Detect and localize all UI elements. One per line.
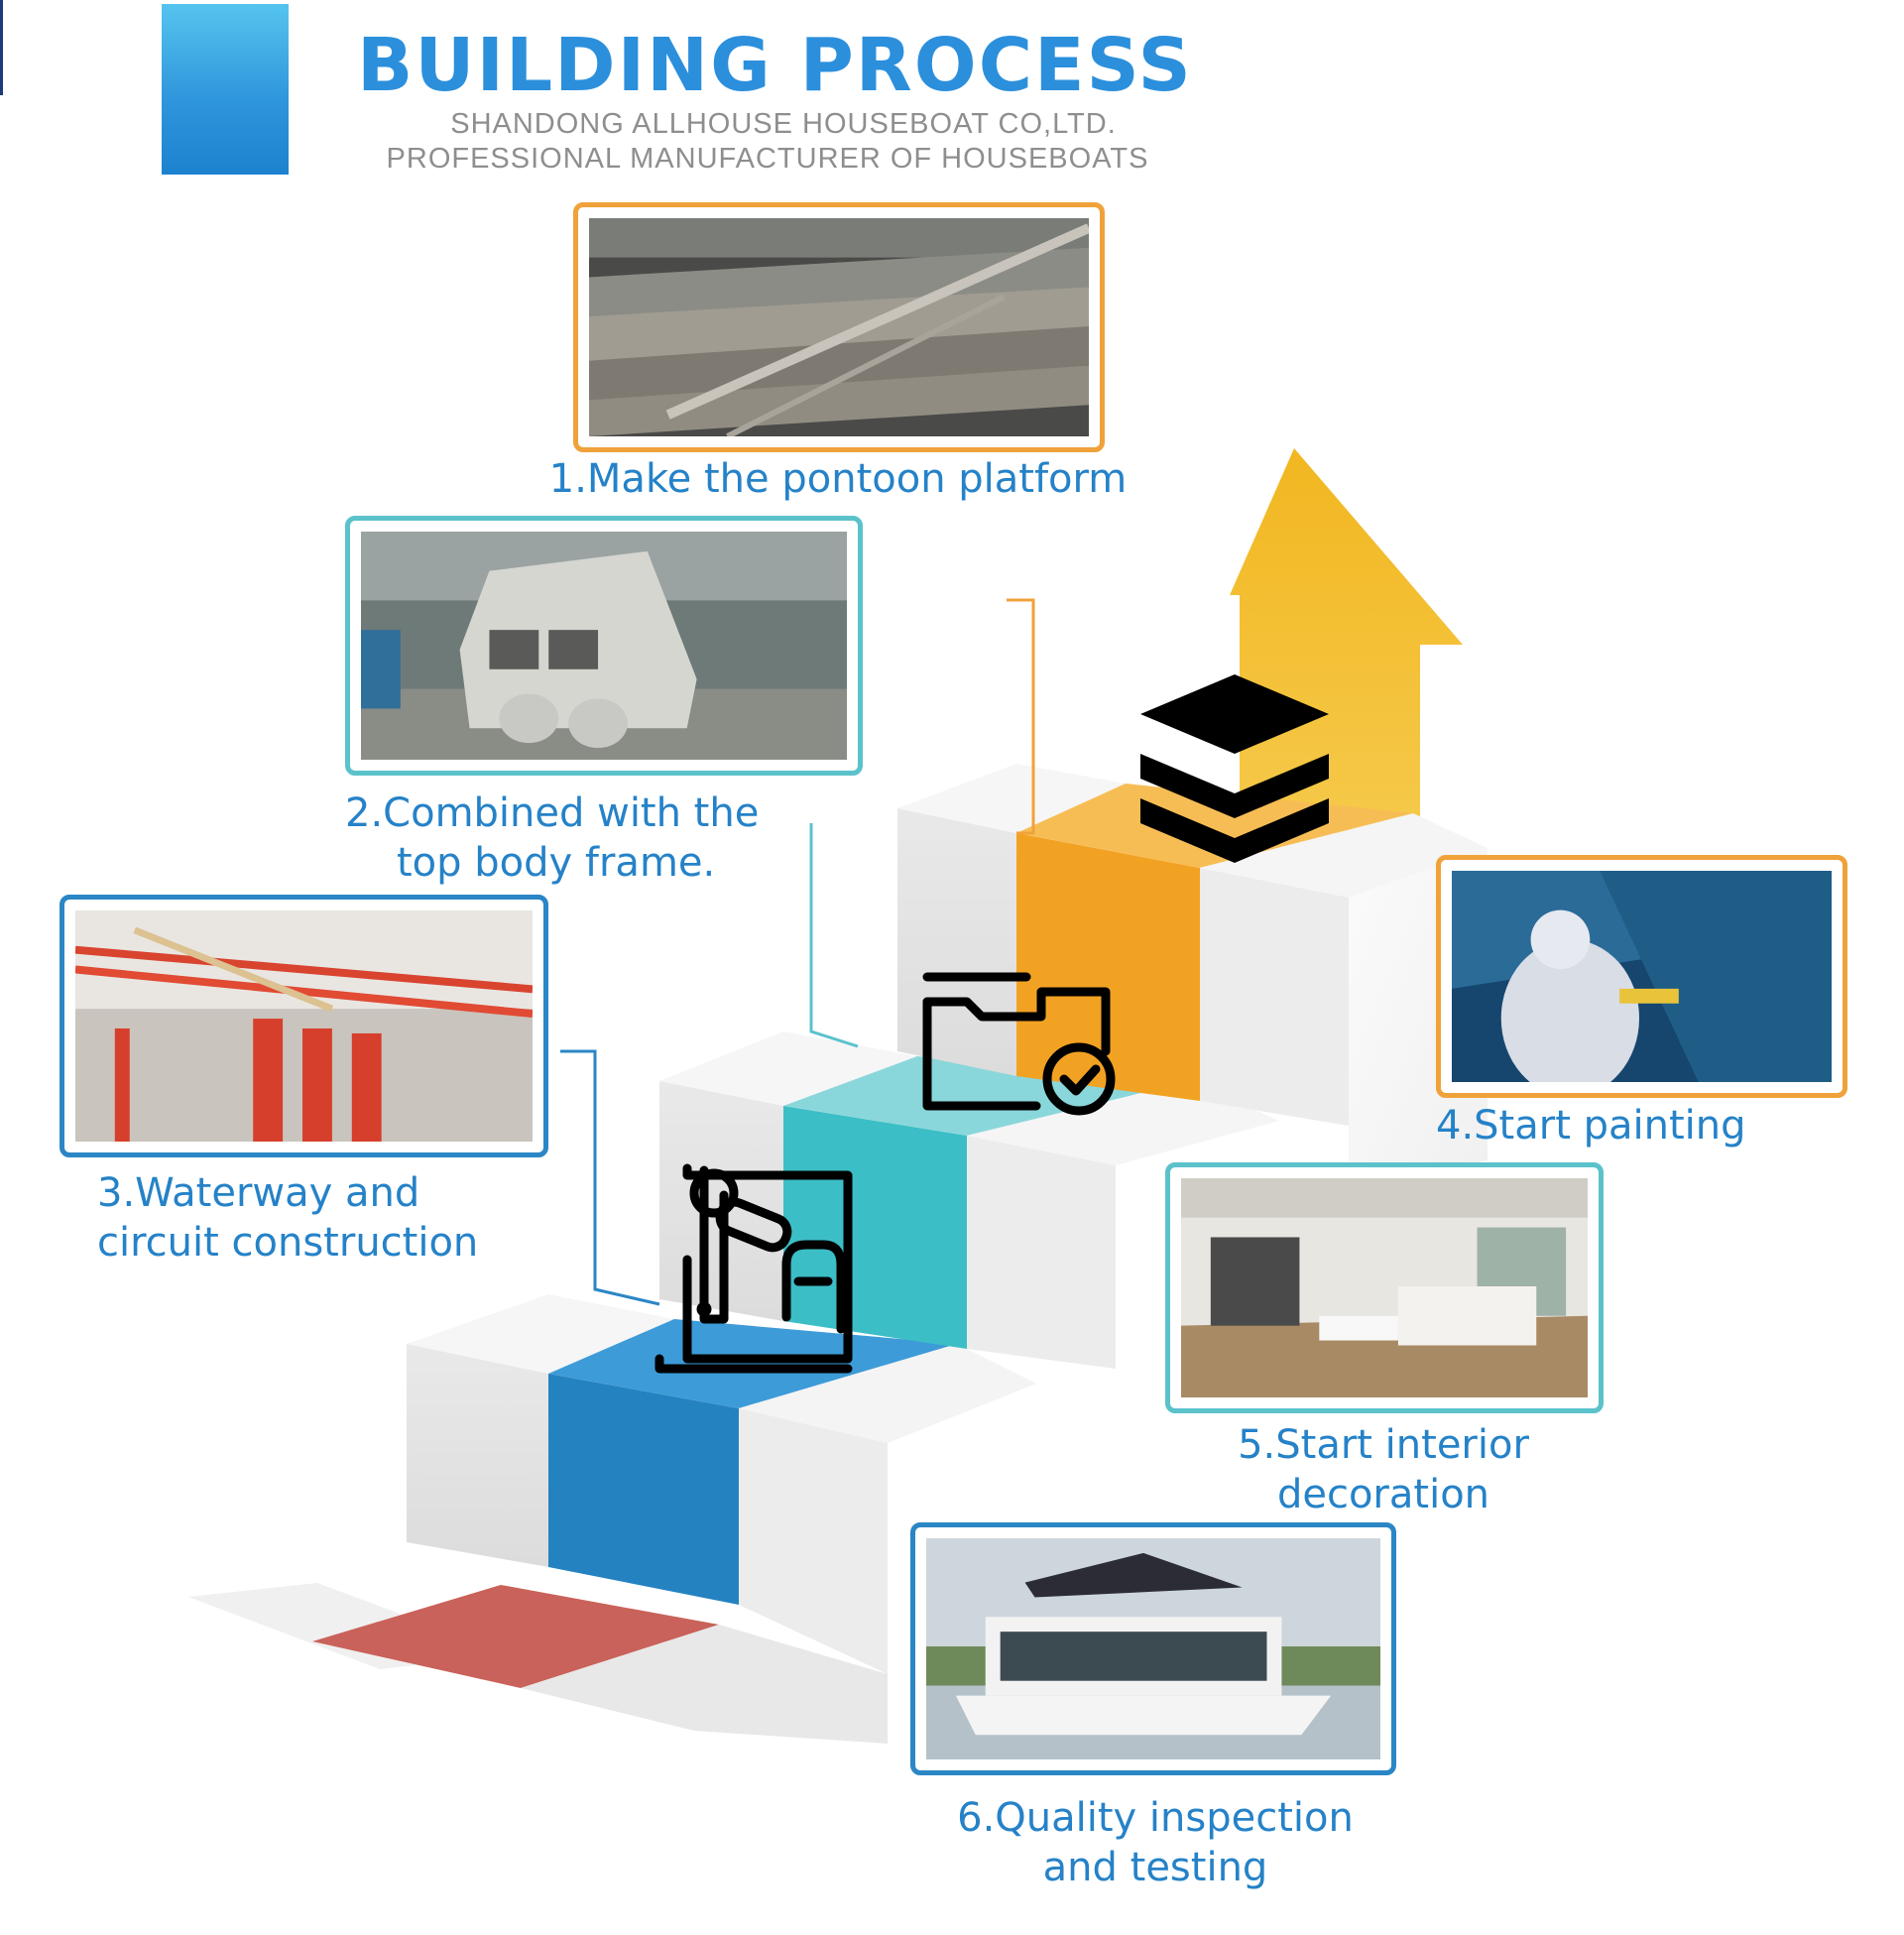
- step5-caption-line2: decoration: [1276, 1472, 1490, 1517]
- up-arrow-icon: [1230, 448, 1463, 833]
- step3-orange-top: [1016, 784, 1413, 868]
- step2-caption-line1: 2.Combined with the: [345, 790, 760, 836]
- step6-caption-line2: and testing: [1042, 1845, 1268, 1890]
- step6-caption-line1: 6.Quality inspection: [957, 1795, 1354, 1841]
- step1-blue-front: [548, 1374, 739, 1605]
- step2-caption-line2: top body frame.: [397, 840, 716, 886]
- machine-icon: [654, 1163, 853, 1374]
- floor-right-segment: [521, 1625, 888, 1744]
- step3-left-front: [897, 808, 1016, 1076]
- step5-card: [1165, 1162, 1604, 1413]
- step3-caption-line2: circuit construction: [97, 1220, 479, 1266]
- folder-check-icon: [922, 972, 1116, 1116]
- step3-card: [60, 895, 548, 1157]
- header-color-block: [162, 4, 289, 175]
- step2-left-top: [659, 1031, 917, 1106]
- interior-decoration-photo: [1181, 1178, 1588, 1397]
- step5-caption-line1: 5.Start interior: [1238, 1422, 1529, 1468]
- connector-line-step3: [560, 1049, 660, 1306]
- pontoon-platform-photo: [589, 218, 1089, 436]
- step3-right-top: [1200, 813, 1488, 898]
- step1-caption: 1.Make the pontoon platform: [548, 456, 1128, 502]
- step2-card: [345, 516, 863, 776]
- step1-card: [573, 202, 1105, 452]
- edge-line: [0, 0, 3, 95]
- waterway-circuit-photo: [75, 910, 533, 1142]
- company-name: SHANDONG ALLHOUSE HOUSEBOAT CO,LTD.: [450, 108, 1117, 140]
- body-frame-photo: [361, 532, 847, 760]
- step3-left-top: [897, 764, 1126, 833]
- floor-red-segment: [312, 1585, 719, 1688]
- connector-line-step1: [1007, 598, 1035, 835]
- step2-right-top: [967, 1081, 1279, 1165]
- connector-line-step2: [809, 823, 859, 1048]
- step1-right-front: [739, 1408, 888, 1674]
- step2-teal-front: [783, 1106, 967, 1349]
- step4-caption: 4.Start painting: [1436, 1103, 1746, 1149]
- quality-inspection-photo: [926, 1538, 1380, 1759]
- step1-right-top: [739, 1344, 1036, 1443]
- step1-left-top: [407, 1294, 674, 1374]
- step3-right-front: [1200, 868, 1349, 1126]
- layers-icon: [1140, 674, 1329, 863]
- page-title: BUILDING PROCESS: [357, 23, 1193, 108]
- step1-left-front: [407, 1344, 548, 1567]
- step3-orange-front: [1016, 833, 1200, 1101]
- company-tagline: PROFESSIONAL MANUFACTURER OF HOUSEBOATS: [386, 143, 1149, 175]
- step4-card: [1436, 855, 1847, 1098]
- step1-blue-top: [548, 1319, 957, 1408]
- step2-right-front: [967, 1136, 1116, 1369]
- painting-photo: [1452, 871, 1832, 1082]
- step3-caption-line1: 3.Waterway and: [97, 1170, 420, 1216]
- step6-card: [910, 1522, 1396, 1775]
